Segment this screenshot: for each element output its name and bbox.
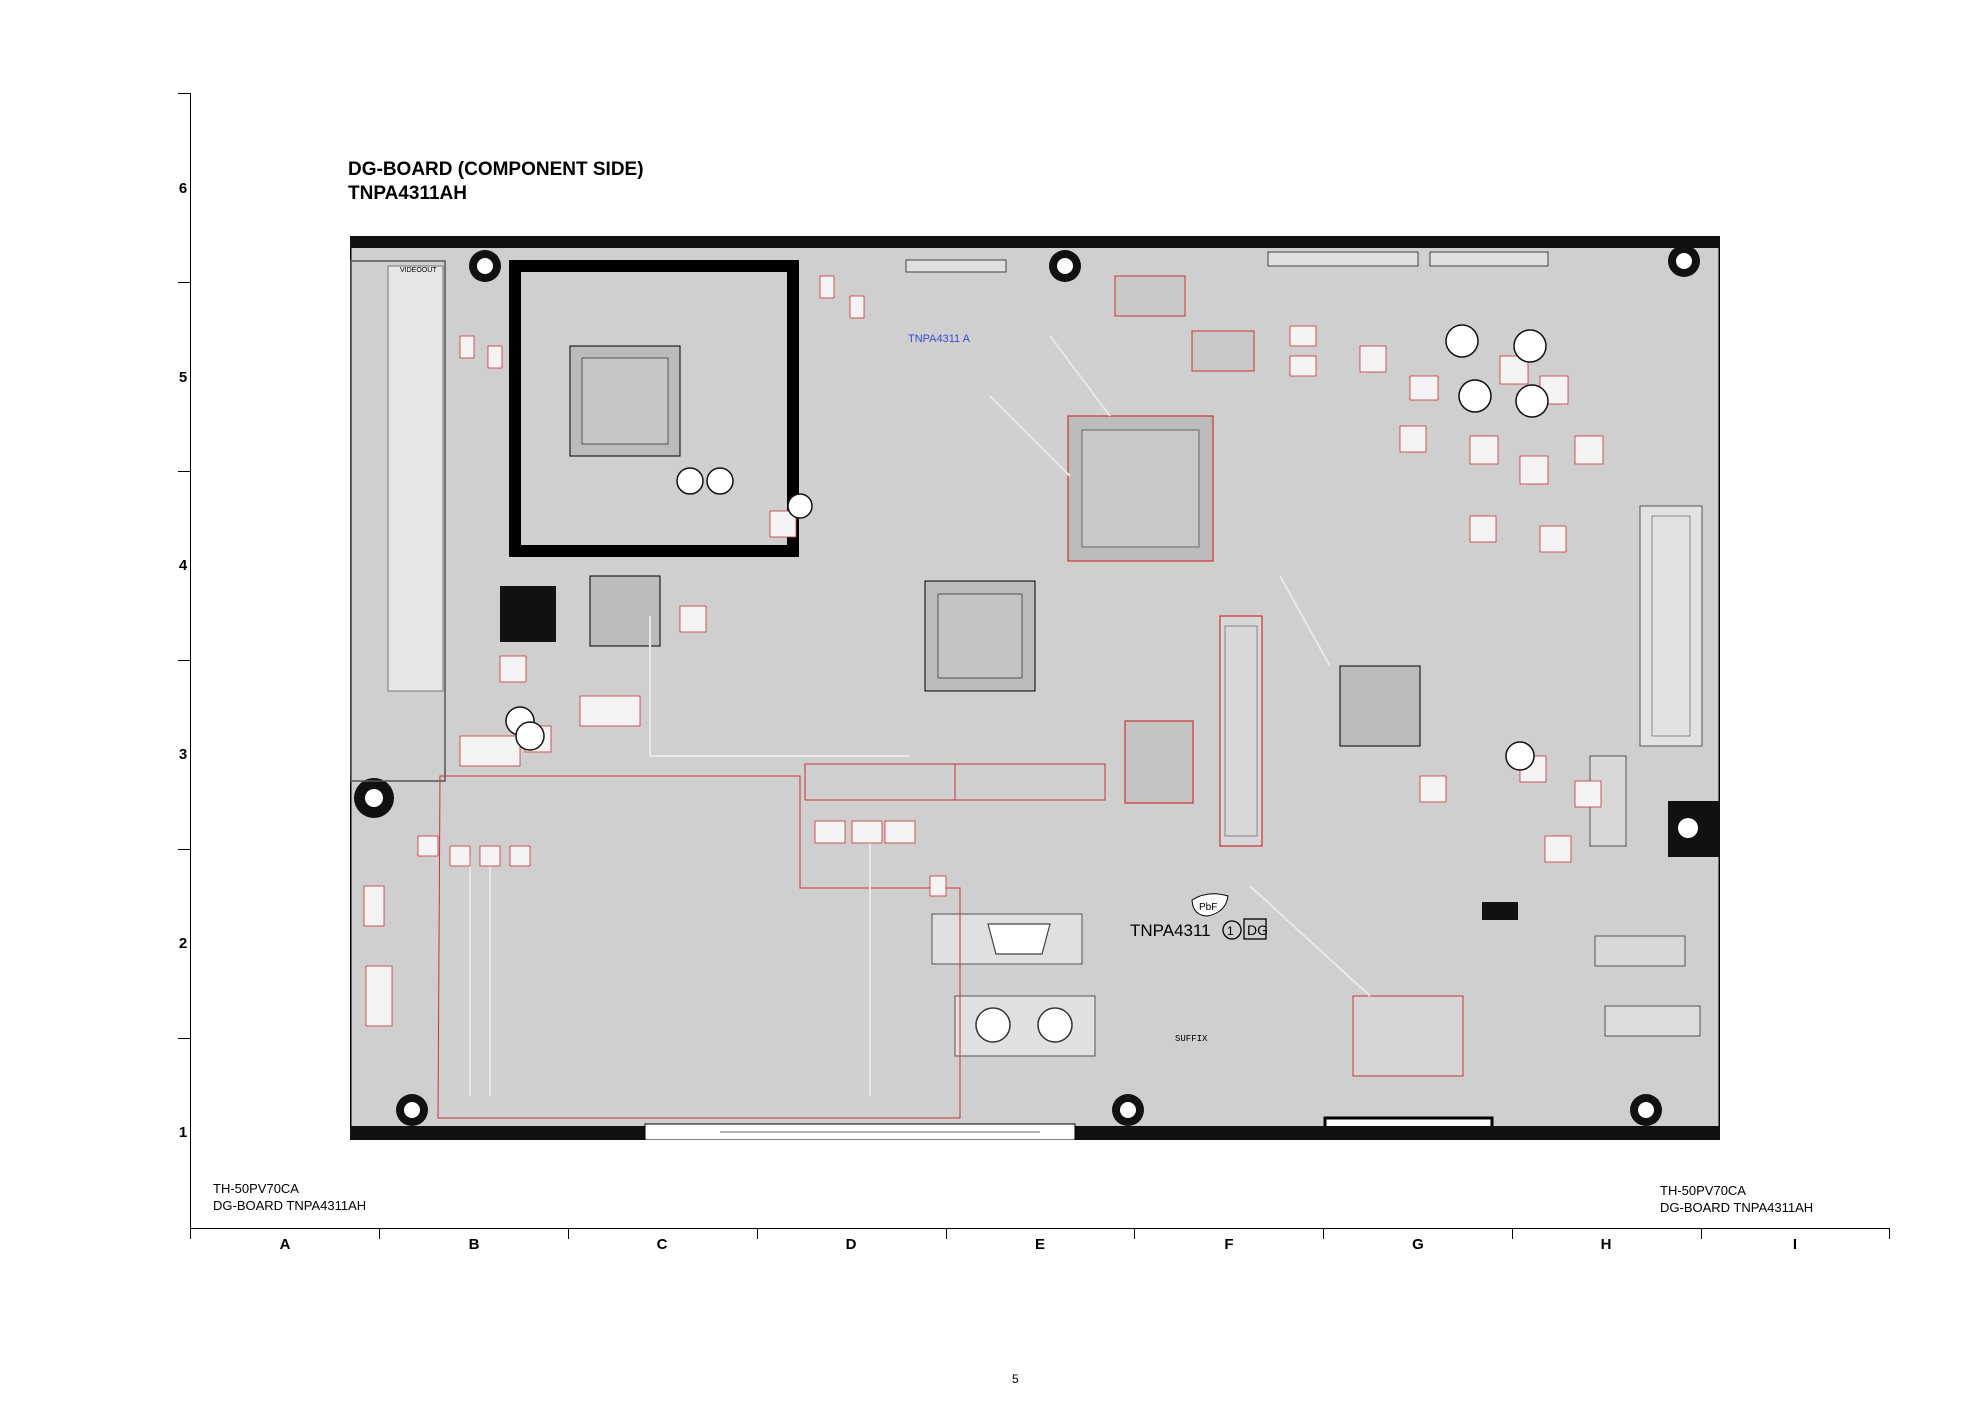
column-label-f: F [1224, 1236, 1234, 1253]
column-label-c: C [656, 1236, 668, 1253]
row-label-3: 3 [178, 746, 188, 763]
row-tick [178, 282, 191, 283]
ic-8002 [1114, 275, 1186, 317]
row-label-2: 2 [178, 935, 188, 952]
column-label-b: B [468, 1236, 480, 1253]
column-label-h: H [1600, 1236, 1612, 1253]
pcb-top-edge [350, 236, 1720, 248]
page-title: DG-BOARD (COMPONENT SIDE) TNPA4311AH [348, 158, 644, 206]
column-label-g: G [1412, 1236, 1424, 1253]
ic-8003 [1191, 330, 1255, 372]
column-label-d: D [845, 1236, 857, 1253]
column-tick [946, 1228, 947, 1239]
column-tick [1134, 1228, 1135, 1239]
top-connector-3 [905, 259, 1007, 273]
suffix-label: SUFFIX [1175, 1034, 1208, 1044]
footer-left-board: DG-BOARD TNPA4311AH [213, 1198, 367, 1213]
top-connector-1 [1267, 251, 1419, 267]
row-tick [178, 471, 191, 472]
row-label-4: 4 [178, 557, 188, 574]
pcb-board-diagram: TNPA4311 A TNPA4311 1 DG PbF SUFFIX VIDE… [350, 236, 1720, 1140]
small-components [363, 275, 1604, 1027]
ic-qfp-3 [589, 575, 661, 647]
row-label-5: 5 [178, 369, 188, 386]
row-tick [178, 660, 191, 661]
right-bottom-connector [1604, 1005, 1701, 1037]
column-label-e: E [1034, 1236, 1045, 1253]
footer-right: TH-50PV70CA DG-BOARD TNPA4311AH [1660, 1182, 1813, 1216]
column-tick [1323, 1228, 1324, 1239]
footer-left: TH-50PV70CA DG-BOARD TNPA4311AH [213, 1180, 366, 1214]
column-label-i: I [1792, 1236, 1798, 1253]
row-tick [178, 849, 191, 850]
row-tick [178, 1038, 191, 1039]
pcb-id-text: TNPA4311 A [908, 333, 971, 345]
board-marking: TNPA4311 [1130, 921, 1211, 940]
column-tick [1701, 1228, 1702, 1239]
av-region [437, 775, 961, 1119]
column-tick [568, 1228, 569, 1239]
right-small-connector [1594, 935, 1686, 967]
column-tick [1512, 1228, 1513, 1239]
row-label-1: 1 [178, 1124, 188, 1141]
column-label-a: A [279, 1236, 291, 1253]
footer-left-model: TH-50PV70CA [213, 1181, 299, 1196]
ic-qfp-4 [1339, 665, 1421, 747]
board-marking-rev: 1 [1227, 924, 1234, 938]
black-block [500, 586, 556, 642]
footer-right-board: DG-BOARD TNPA4311AH [1660, 1200, 1814, 1215]
grid-frame-vertical [190, 93, 191, 1229]
tuner-connector [1639, 505, 1703, 747]
black-patch [1482, 902, 1518, 920]
bottom-connector [1352, 995, 1464, 1077]
dsub-connector [931, 913, 1083, 965]
pbf-mark: PbF [1199, 902, 1217, 913]
connector-vertical [1219, 615, 1263, 847]
row-label-6: 6 [178, 180, 188, 197]
title-line-1: DG-BOARD (COMPONENT SIDE) [348, 159, 644, 180]
top-connector-2 [1429, 251, 1549, 267]
row-tick [178, 93, 191, 94]
column-tick [757, 1228, 758, 1239]
column-tick [1889, 1228, 1890, 1239]
page-number: 5 [1012, 1372, 1019, 1386]
left-connector-strip [350, 260, 446, 782]
board-marking-tag: DG [1247, 922, 1268, 938]
grid-frame-horizontal [190, 1228, 1890, 1229]
board-marking-group: TNPA4311 1 DG PbF [1130, 893, 1268, 940]
title-line-2: TNPA4311AH [348, 183, 467, 204]
column-tick [190, 1228, 191, 1239]
left-edge-label-videoout: VIDEOOUT [400, 267, 437, 274]
column-tick [379, 1228, 380, 1239]
shielded-module [509, 260, 799, 557]
ic-module-5 [1124, 720, 1194, 804]
av-connector-row-2 [954, 763, 1106, 801]
trace-hints [469, 335, 1371, 1096]
footer-right-model: TH-50PV70CA [1660, 1183, 1746, 1198]
capacitors [505, 324, 1549, 771]
